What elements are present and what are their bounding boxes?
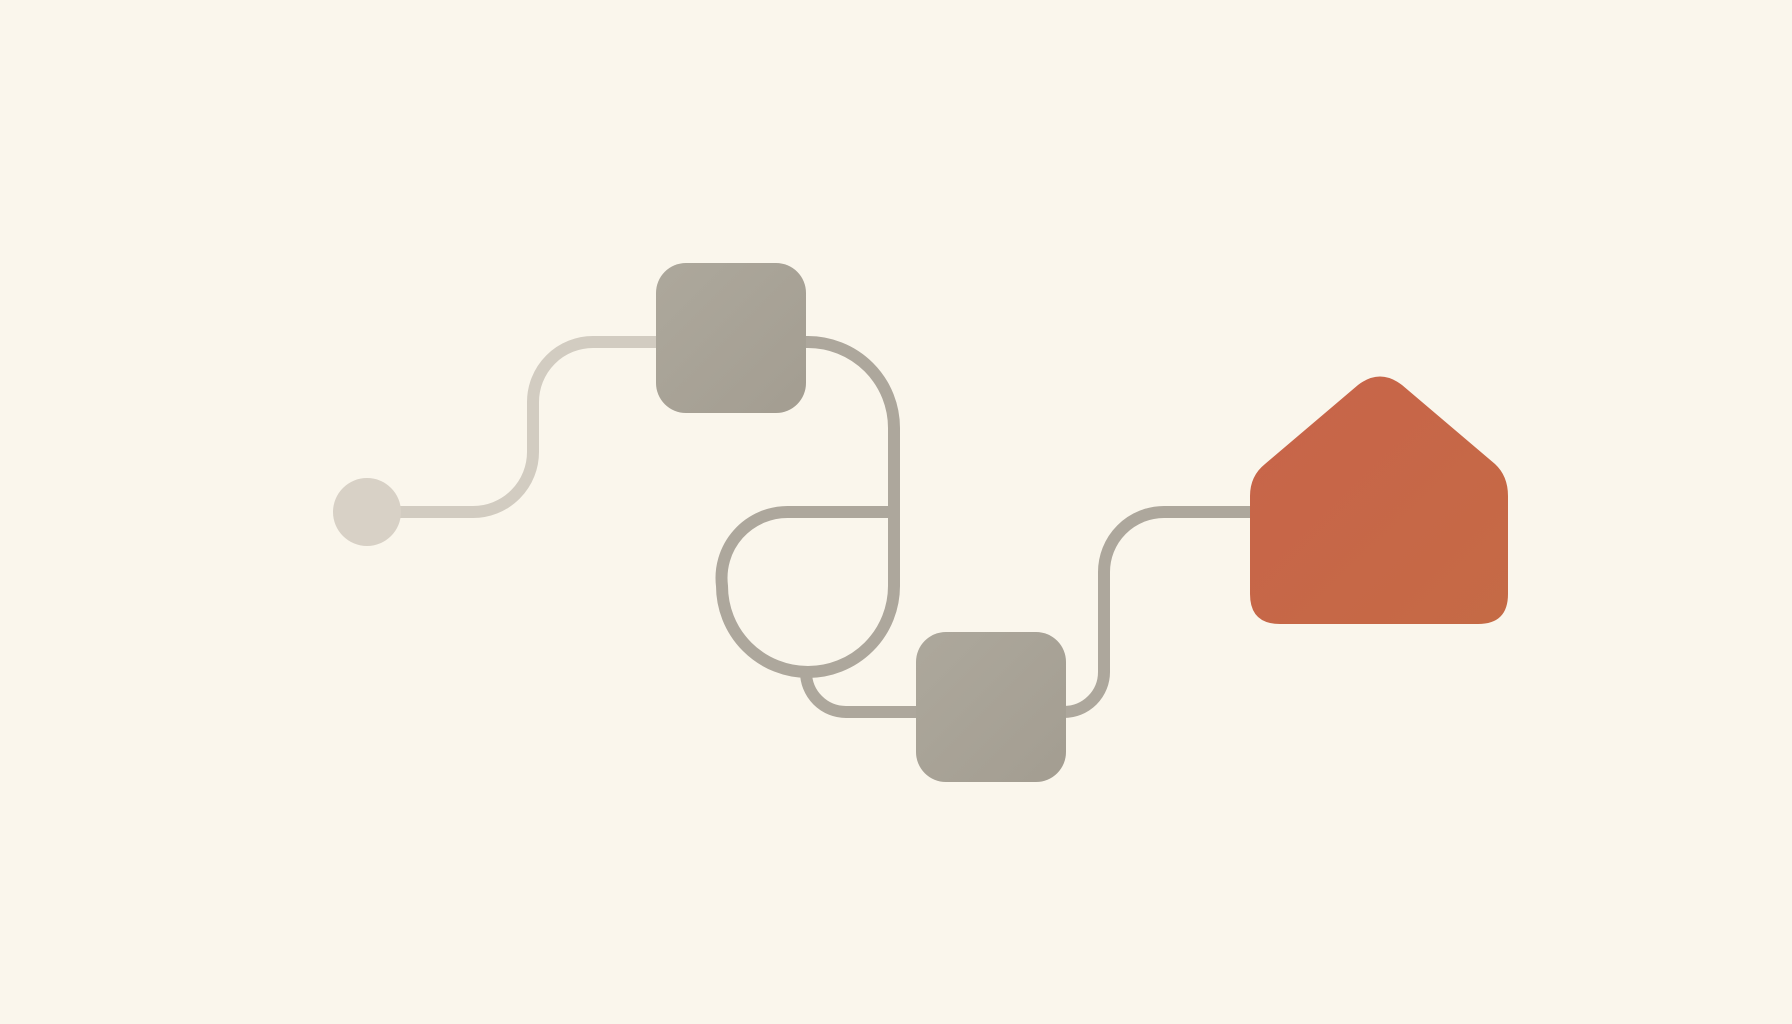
connector-loop-to-step-2	[800, 666, 934, 718]
step-1-node	[656, 263, 806, 413]
connector-start-to-step-1	[361, 336, 678, 518]
destination-home-icon	[1250, 376, 1508, 624]
step-2-node	[916, 632, 1066, 782]
start-node	[333, 478, 401, 546]
connector-step-2-to-destination	[1054, 506, 1266, 718]
